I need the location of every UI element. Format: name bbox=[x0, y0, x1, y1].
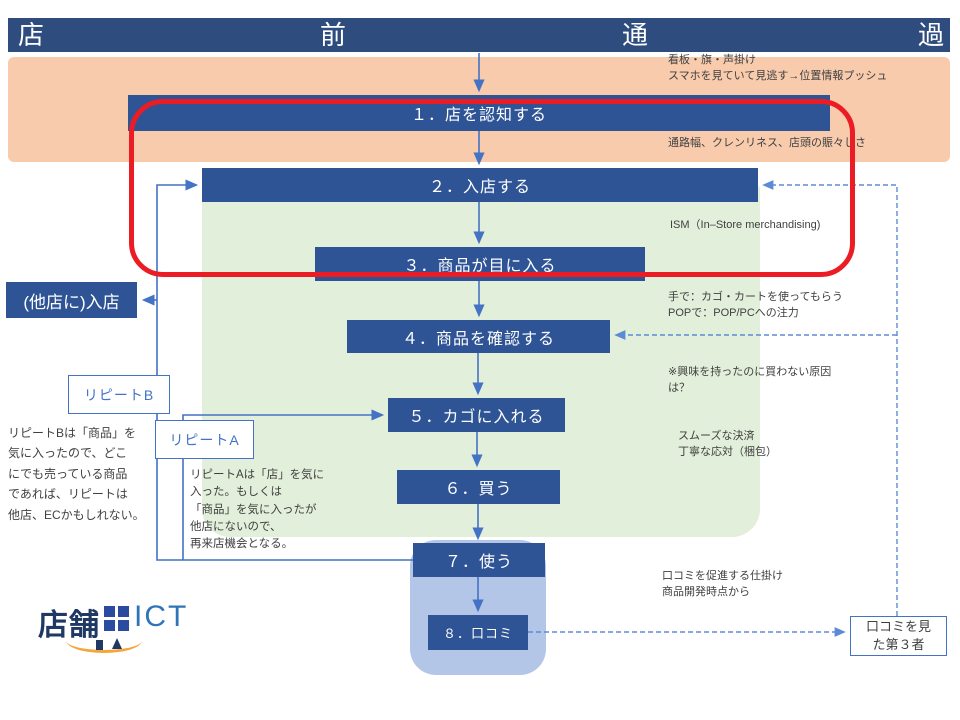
note-promote-reviews: 口コミを促進する仕掛け 商品開発時点から bbox=[662, 570, 783, 598]
note-ism: ISM（In–Store merchandising) bbox=[670, 219, 821, 231]
step-4-check-product: ４．商品を確認する bbox=[347, 320, 610, 353]
note-interest-reason: ※興味を持ったのに買わない原因 は？ bbox=[668, 366, 832, 394]
phase-bar: 店 前 通 過 bbox=[8, 18, 950, 52]
step-7-use: ７．使う bbox=[413, 543, 545, 577]
logo-text-ict: ICT bbox=[134, 600, 189, 633]
step-8-word-of-mouth: ８．口コミ bbox=[428, 615, 528, 650]
third-party-viewer-box: 口コミを見 た第３者 bbox=[850, 616, 947, 656]
repeat-a-box: リピートA bbox=[155, 420, 254, 459]
note-smooth-payment: スムーズな決済 丁寧な応対（梱包） bbox=[678, 430, 777, 458]
dashed-thirdparty-to-step2 bbox=[762, 180, 898, 616]
logo-building-icon bbox=[96, 640, 103, 650]
note-hand-pop: 手で：カゴ・カートを使ってもらう POPで：POP/PCへの注力 bbox=[668, 291, 843, 319]
step-6-buy: ６．買う bbox=[397, 470, 560, 504]
other-store-entry-box: (他店に)入店 bbox=[6, 282, 137, 318]
logo-sail-icon bbox=[112, 638, 122, 649]
step-3-notice-product: ３．商品が目に入る bbox=[315, 247, 645, 281]
phase-char-store: 店 bbox=[18, 20, 45, 50]
repeat-b-box: リピートB bbox=[68, 375, 170, 414]
note-repeat-a-desc: リピートAは「店」を気に 入った。もしくは 「商品」を気に入ったが 他店にないの… bbox=[190, 469, 325, 550]
note-repeat-b-desc: リピートBは「商品」を 気に入ったので、どこ にでも売っている商品 であれば、リ… bbox=[8, 426, 145, 522]
step-1-recognize-store: １．店を認知する bbox=[128, 95, 830, 131]
phase-char-through: 通 bbox=[622, 20, 649, 50]
step-2-enter-store: ２．入店する bbox=[202, 168, 758, 202]
phase-char-front: 前 bbox=[320, 20, 347, 50]
note-signboard: 看板・旗・声掛け スマホを見ていて見逃す→位置情報プッシュ bbox=[668, 54, 888, 82]
tenpo-ict-logo: 店舗 ICT bbox=[30, 598, 210, 673]
logo-squares-icon bbox=[104, 606, 130, 632]
note-aisle-width: 通路幅、クレンリネス、店頭の賑々しさ bbox=[668, 137, 866, 149]
logo-arc-icon bbox=[66, 628, 142, 653]
phase-char-pass: 過 bbox=[918, 20, 945, 50]
step-5-add-to-basket: ５．カゴに入れる bbox=[388, 398, 565, 432]
